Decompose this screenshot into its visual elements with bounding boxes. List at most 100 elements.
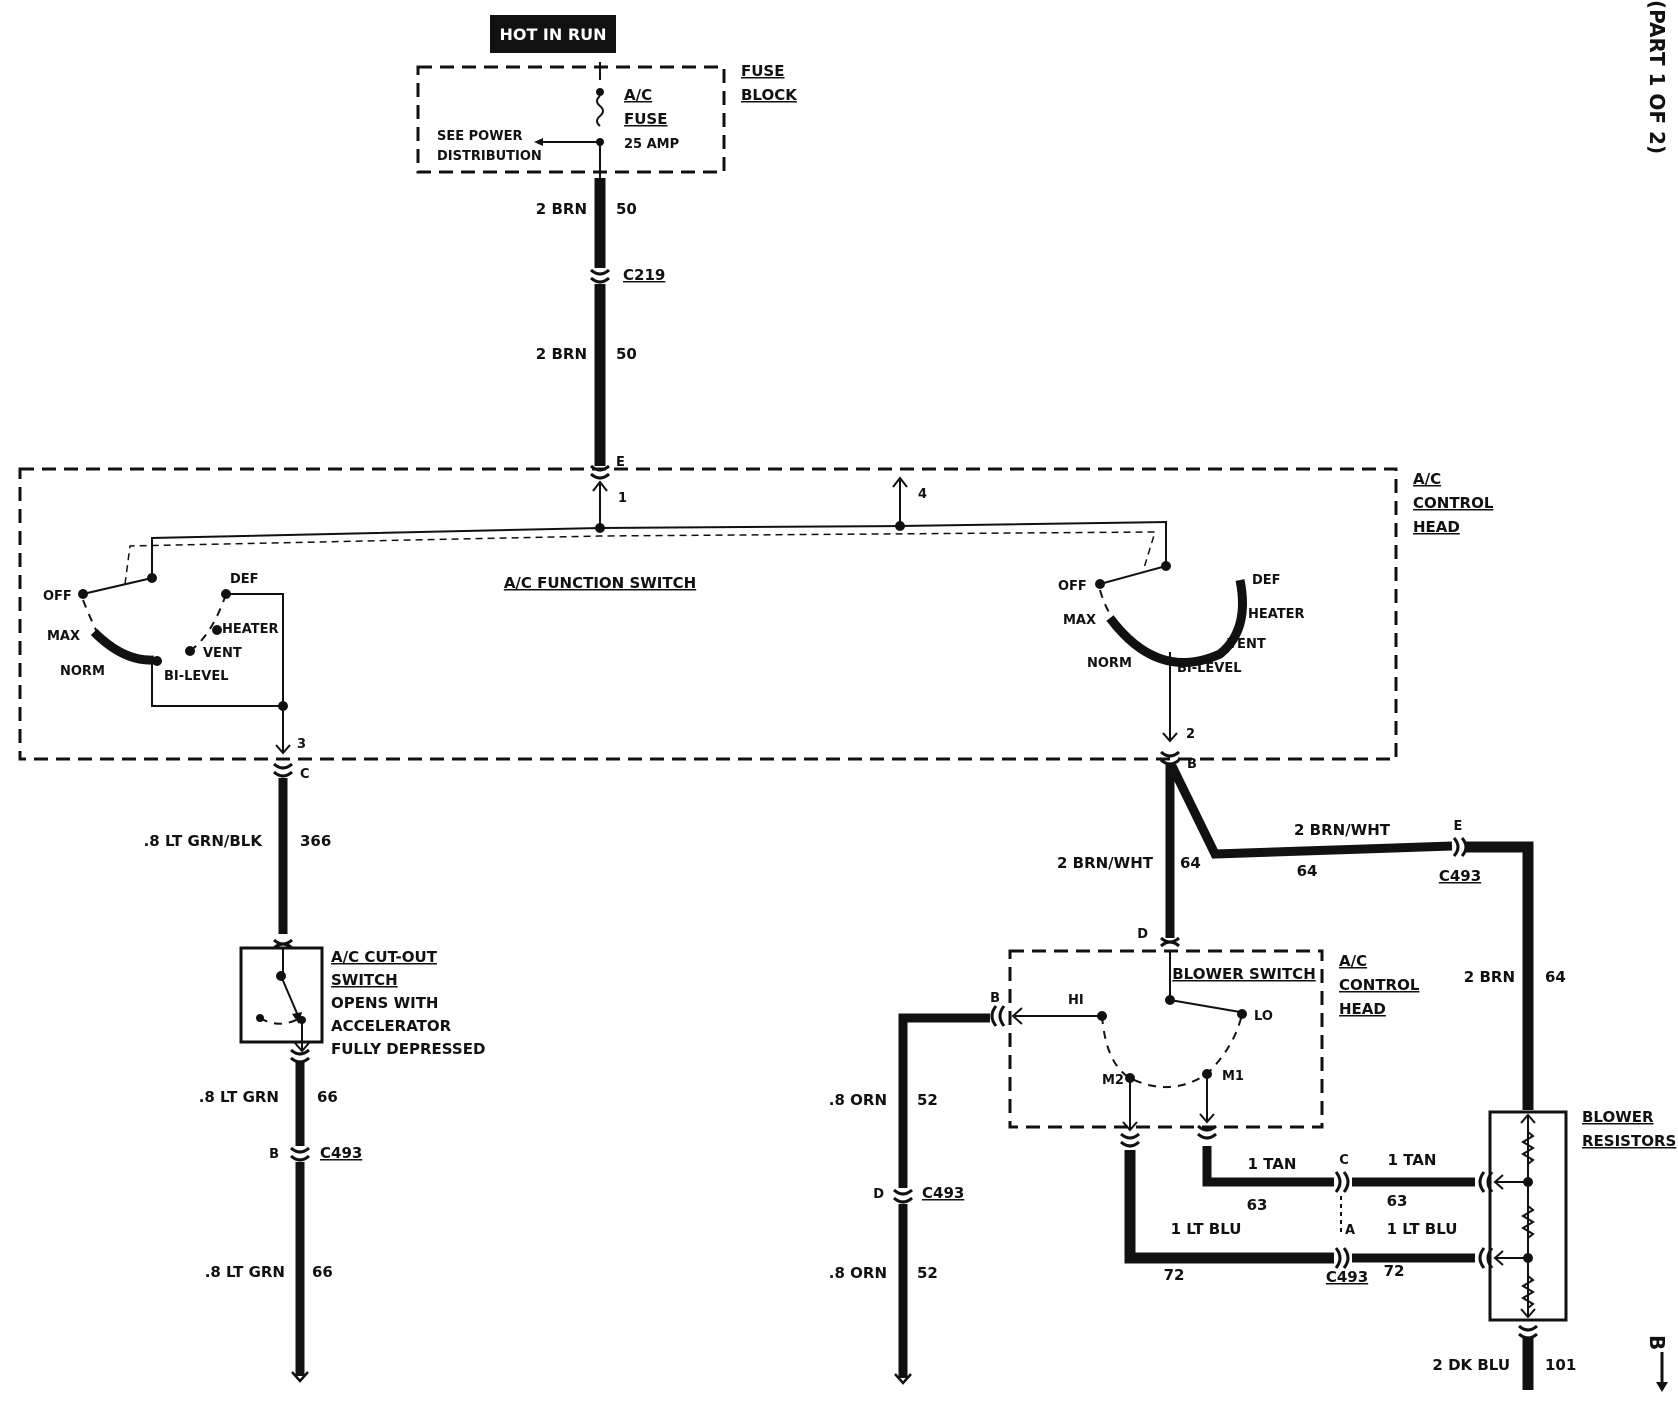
right-def: DEF (1252, 573, 1281, 588)
connector-c493-b-icon (290, 1146, 310, 1162)
fuse-rating: 25 AMP (624, 137, 679, 152)
wire-tan-63-left (1202, 1146, 1334, 1187)
left-wire-2: .8 LT GRN (199, 1088, 279, 1106)
function-switch-label: A/C FUNCTION SWITCH (504, 574, 696, 592)
left-max: MAX (47, 629, 80, 644)
blower-switch-box (1008, 949, 1324, 1129)
blu-wire-1: 1 LT BLU (1171, 1220, 1242, 1238)
left-def: DEF (230, 572, 259, 587)
pin-3-label: 3 (297, 737, 306, 752)
right-heater: HEATER (1248, 607, 1305, 622)
right-wire-c: 2 BRN (1464, 968, 1515, 986)
connector-c493-d-icon (893, 1188, 913, 1204)
right-vent: VENT (1227, 637, 1266, 652)
right-wire-a: 2 BRN/WHT (1057, 854, 1154, 872)
out-wire: 2 DK BLU (1432, 1356, 1510, 1374)
cutout-label-3: OPENS WITH (331, 994, 438, 1012)
blower-switch-label: BLOWER SWITCH (1172, 965, 1316, 983)
right-wire-b: 2 BRN/WHT (1294, 821, 1391, 839)
pin-1-label: 1 (618, 491, 627, 506)
wire-top-circuit-2: 50 (616, 345, 637, 363)
out-circuit: 101 (1545, 1356, 1576, 1374)
connector-c219-label: C219 (623, 266, 665, 284)
right-pin-b: B (1187, 757, 1197, 772)
left-vent: VENT (203, 646, 242, 661)
fuse-block-title-1: FUSE (741, 62, 784, 80)
cutout-label-5: FULLY DEPRESSED (331, 1040, 485, 1058)
blu-wire-2: 1 LT BLU (1387, 1220, 1458, 1238)
blower-m1: M1 (1222, 1069, 1244, 1084)
left-wire-3: .8 LT GRN (205, 1263, 285, 1281)
tan-wire-2: 1 TAN (1388, 1151, 1437, 1169)
blower-m2: M2 (1102, 1073, 1124, 1088)
blower-head-title-1: A/C (1339, 952, 1367, 970)
fuse-label-2: FUSE (624, 110, 667, 128)
tan-pin: C (1339, 1153, 1349, 1168)
orn-connector: C493 (922, 1184, 964, 1202)
cutout-label-4: ACCELERATOR (331, 1017, 452, 1035)
right-connector-e: C493 (1439, 867, 1481, 885)
left-circuit-2: 66 (317, 1088, 338, 1106)
control-head-title-2: CONTROL (1413, 494, 1494, 512)
pin-e-label: E (616, 455, 625, 470)
wire-top-gauge-2: 2 BRN (536, 345, 587, 363)
resistors-label-2: RESISTORS (1582, 1132, 1676, 1150)
right-switch-arc (1106, 579, 1247, 667)
blu-circuit-1: 72 (1164, 1266, 1185, 1284)
right-pin-e: E (1454, 819, 1463, 834)
wire-top-gauge: 2 BRN (536, 200, 587, 218)
left-norm: NORM (60, 664, 105, 679)
fuse-label-1: A/C (624, 86, 652, 104)
blower-hi: HI (1068, 993, 1084, 1008)
orn-circuit-2: 52 (917, 1264, 938, 1282)
ac-control-head-box (18, 467, 1398, 761)
fuse-block-box (416, 65, 726, 174)
continuation-marker: B (1645, 1335, 1669, 1350)
left-switch-arc (90, 628, 155, 665)
resistor-2-icon (1521, 1205, 1535, 1239)
resistor-3-icon (1521, 1275, 1535, 1309)
wire-2brn-64 (1466, 841, 1534, 1110)
fuse-icon (596, 95, 604, 127)
connector-c493-e-icon (1452, 837, 1468, 857)
right-pin-d: D (1137, 927, 1148, 942)
wire-brn-wht-64-diag (1167, 764, 1453, 859)
right-circuit-a: 64 (1180, 854, 1201, 872)
orn-wire-1: .8 ORN (829, 1091, 887, 1109)
wire-lt-blu-72-left (1124, 1150, 1334, 1264)
blower-resistors-box (1488, 1110, 1568, 1322)
left-bilevel: BI-LEVEL (164, 669, 229, 684)
page-marker: (PART 1 OF 2) (1645, 0, 1669, 154)
right-max: MAX (1063, 613, 1096, 628)
tan-circuit-1: 63 (1247, 1196, 1268, 1214)
pin-4-label: 4 (918, 487, 927, 502)
right-circuit-c: 64 (1545, 968, 1566, 986)
blu-pin: A (1345, 1223, 1355, 1238)
right-bilevel: BI-LEVEL (1177, 661, 1242, 676)
wire-top-circuit: 50 (616, 200, 637, 218)
left-heater: HEATER (222, 622, 279, 637)
orn-circuit-1: 52 (917, 1091, 938, 1109)
right-circuit-b: 64 (1297, 862, 1318, 880)
cutout-label-1: A/C CUT-OUT (331, 948, 438, 966)
right-norm: NORM (1087, 656, 1132, 671)
left-circuit-3: 66 (312, 1263, 333, 1281)
cutout-label-2: SWITCH (331, 971, 398, 989)
orn-pin: D (873, 1187, 884, 1202)
fuse-block-title-2: BLOCK (741, 86, 798, 104)
control-head-title-1: A/C (1413, 470, 1441, 488)
connector-c-icon (273, 762, 293, 778)
blu-connector: C493 (1326, 1268, 1368, 1286)
resistors-label-1: BLOWER (1582, 1108, 1654, 1126)
cutout-switch-box (239, 946, 324, 1044)
left-connector: C493 (320, 1144, 362, 1162)
connector-c219-icon (590, 268, 610, 284)
orn-wire-2: .8 ORN (829, 1264, 887, 1282)
pin-2-label: 2 (1186, 727, 1195, 742)
connector-c-tan-icon (1334, 1171, 1350, 1193)
connector-a-blu-icon (1334, 1247, 1350, 1269)
left-off: OFF (43, 589, 72, 604)
right-off: OFF (1058, 579, 1087, 594)
hot-in-run-box (490, 15, 616, 53)
